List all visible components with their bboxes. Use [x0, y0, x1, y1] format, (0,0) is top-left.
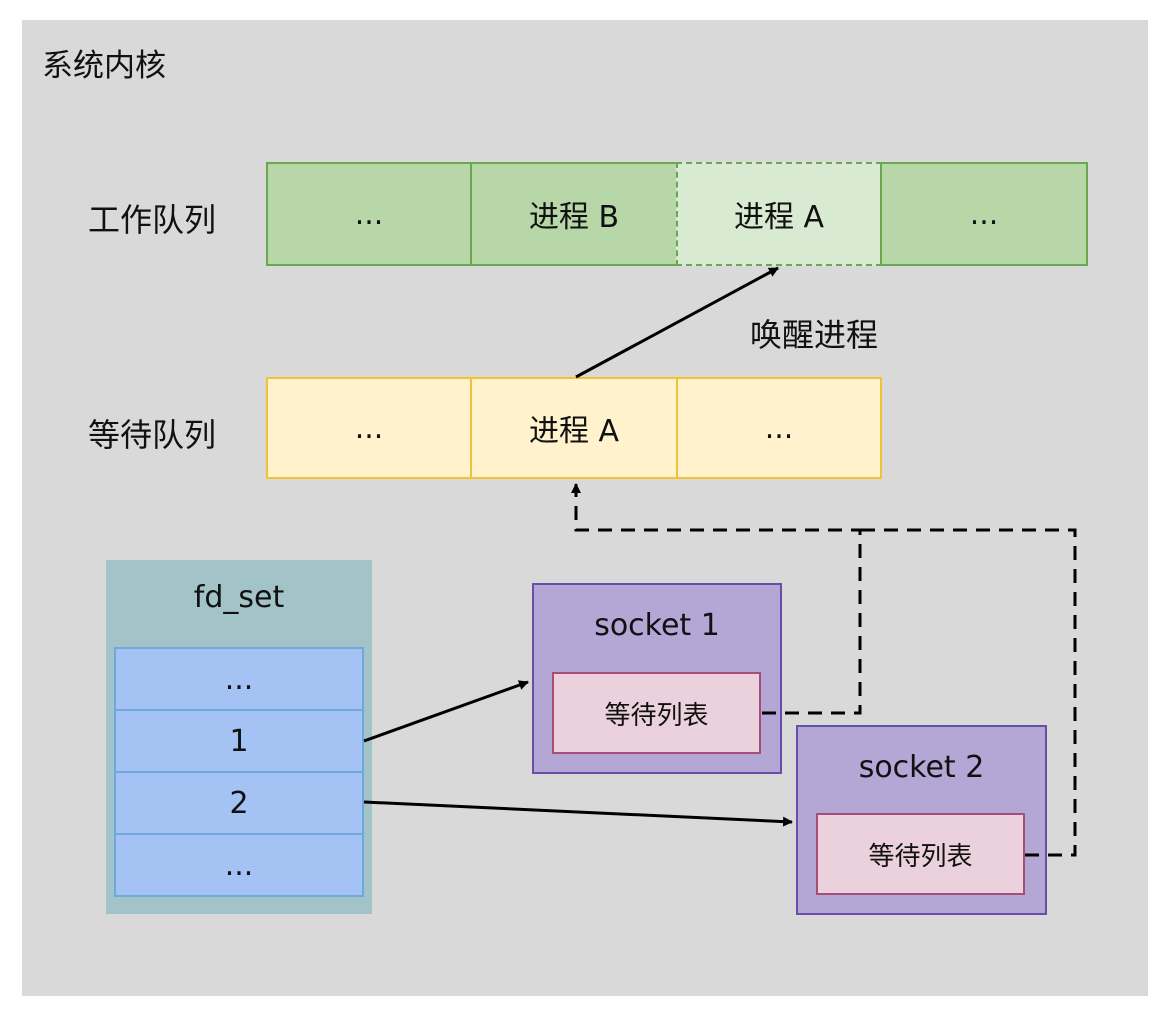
fd1-to-socket1-arrow: [363, 680, 529, 743]
wake-process-label: 唤醒进程: [750, 316, 879, 354]
work-queue-label: 工作队列: [88, 201, 217, 239]
fd-set-title: fd_set: [193, 580, 285, 615]
socket-2-wait-list: 等待列表: [816, 813, 1025, 895]
fd-set-cell-2: 2: [114, 771, 364, 835]
work-queue-cell: ...: [880, 162, 1088, 266]
wake-arrow: [575, 266, 779, 379]
socket-1-title: socket 1: [594, 608, 720, 643]
work-queue-cell-process-b: 进程 B: [470, 162, 678, 266]
wait-queue-cell: ...: [266, 377, 472, 479]
fd-set-cell: ...: [114, 833, 364, 897]
socket-2-title: socket 2: [858, 750, 985, 785]
fd2-to-socket2-arrow: [363, 800, 793, 827]
socket2-waitlist-to-process-a-dashed-line: [860, 528, 1077, 857]
wait-queue-label: 等待队列: [88, 416, 217, 454]
kernel-title: 系统内核: [42, 48, 166, 84]
fd-set-cell: ...: [114, 647, 364, 711]
wait-queue-cell: ...: [676, 377, 882, 479]
socket1-waitlist-to-process-a-dashed-arrow: [571, 483, 862, 715]
work-queue-cell-process-a: 进程 A: [676, 162, 882, 266]
wait-queue-cell-process-a: 进程 A: [470, 377, 678, 479]
socket-1-wait-list: 等待列表: [552, 672, 761, 754]
